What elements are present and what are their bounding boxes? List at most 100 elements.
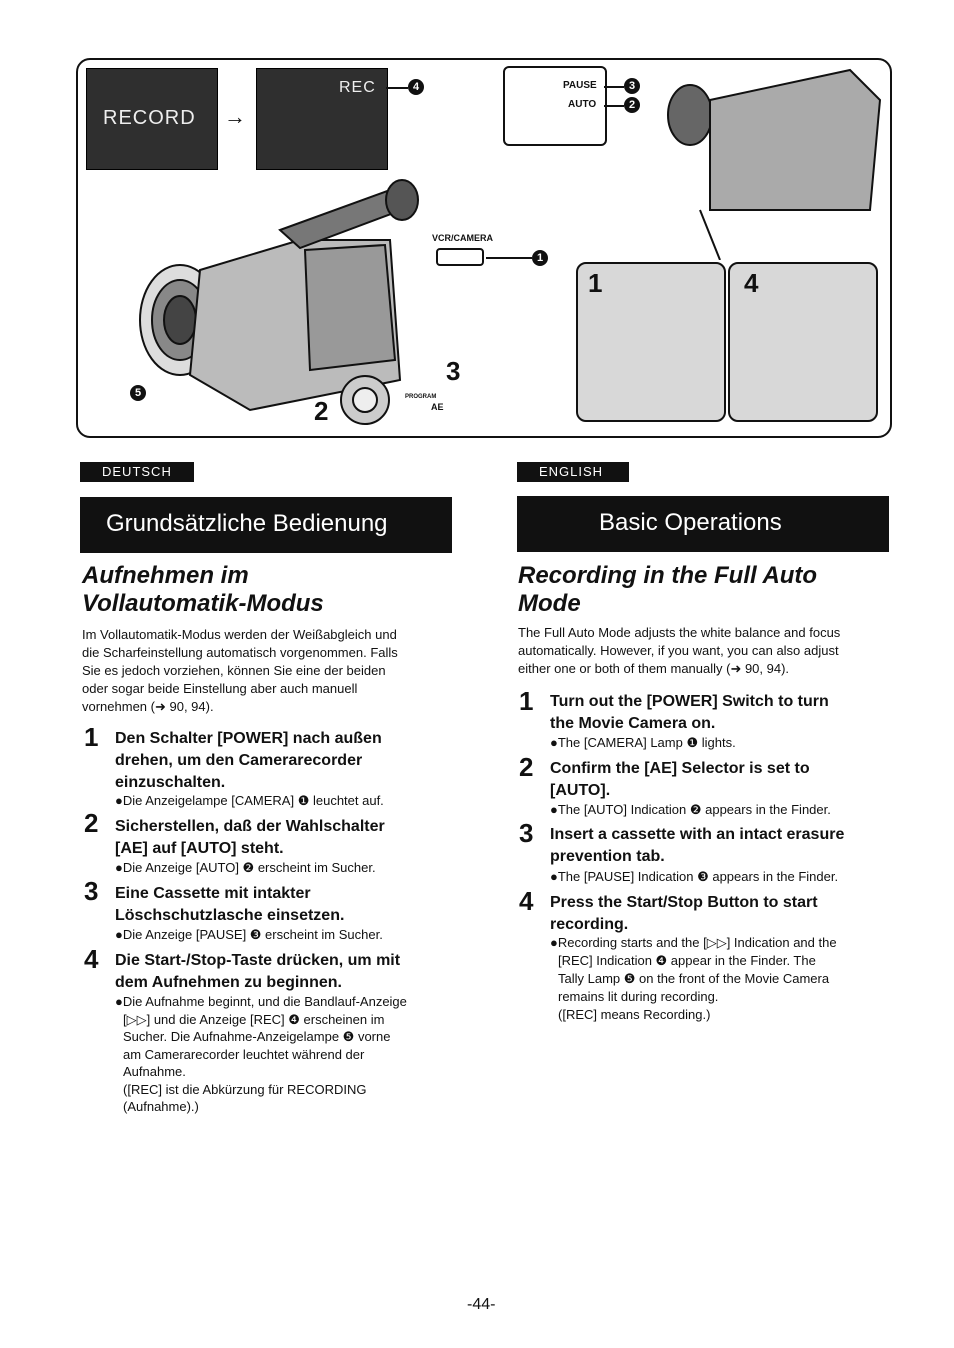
mode-switch-icon [436, 248, 484, 266]
intro-de: Im Vollautomatik-Modus werden der Weißab… [82, 626, 452, 716]
step-heading-en-2: Confirm the [AE] Selector is set to [AUT… [550, 758, 810, 802]
step-label-3: 3 [446, 356, 461, 386]
title-line-1: Recording in the Full Auto [518, 562, 818, 589]
step-note-line: ●The [CAMERA] Lamp ❶ lights. [550, 735, 736, 750]
step-heading-line: recording. [550, 916, 629, 933]
step-number: 1 [84, 722, 99, 752]
callout-3-badge: 3 [624, 78, 640, 94]
intro-en: The Full Auto Mode adjusts the white bal… [518, 624, 888, 678]
step-heading-line: Sicherstellen, daß der Wahlschalter [115, 818, 385, 835]
step-note-de-3: ●Die Anzeige [PAUSE] ❸ erscheint im Such… [115, 926, 383, 944]
step-number: 3 [519, 818, 534, 848]
page-title-en: Recording in the Full Auto Mode [518, 562, 817, 618]
step-note-line: [▷▷] und die Anzeige [REC] ❹ erscheinen … [123, 1011, 385, 1027]
illustration-frame [76, 58, 892, 438]
step-note-line: ●The [AUTO] Indication ❷ appears in the … [550, 802, 831, 817]
step-note-en-4: ●Recording starts and the [▷▷] Indicatio… [550, 934, 837, 1024]
step-heading-de-1: Den Schalter [POWER] nach außen drehen, … [115, 728, 382, 794]
title-line-2: Mode [518, 590, 581, 617]
step-heading-line: einzuschalten. [115, 774, 226, 791]
viewfinder-screen-rec: REC [256, 68, 388, 170]
intro-line: oder sogar beide Einstellung aber auch m… [82, 681, 358, 696]
step-heading-line: drehen, um den Camerarecorder [115, 752, 363, 769]
step-number: 1 [519, 686, 534, 716]
vcr-camera-label: VCR/CAMERA [432, 233, 494, 243]
step-heading-de-3: Eine Cassette mit intakter Löschschutzla… [115, 883, 344, 927]
intro-line: Sie es jedoch vorziehen, können Sie eine… [82, 663, 386, 678]
step-heading-line: Confirm the [AE] Selector is set to [550, 760, 810, 777]
step-number: 4 [84, 944, 99, 974]
title-line-1: Aufnehmen im [82, 562, 249, 589]
step-heading-line: dem Aufnehmen zu beginnen. [115, 974, 342, 991]
language-tab-english: ENGLISH [517, 462, 629, 482]
step-note-de-1: ●Die Anzeigelampe [CAMERA] ❶ leuchtet au… [115, 792, 384, 810]
callout-1-badge: 1 [532, 250, 548, 266]
callout-line-1 [486, 257, 532, 259]
step-number: 2 [519, 752, 534, 782]
step-heading-line: Insert a cassette with an intact erasure [550, 826, 845, 843]
auto-label: AUTO [568, 99, 597, 110]
step-label-1: 1 [588, 268, 603, 298]
language-tab-deutsch: DEUTSCH [80, 462, 194, 482]
viewfinder-screen-record: RECORD [86, 68, 218, 170]
step-heading-line: prevention tab. [550, 848, 665, 865]
intro-line: automatically. However, if you want, you… [518, 643, 839, 658]
step-heading-line: Turn out the [POWER] Switch to turn [550, 693, 829, 710]
intro-line: The Full Auto Mode adjusts the white bal… [518, 625, 841, 640]
step-note-line: remains lit during recording. [558, 989, 719, 1004]
callout-line-2 [604, 105, 624, 107]
hand-panel-start [728, 262, 878, 422]
step-note-line: ●Die Anzeige [PAUSE] ❸ erscheint im Such… [115, 927, 383, 942]
step-note-line: ([REC] ist die Abkürzung für RECORDING [123, 1081, 367, 1097]
intro-line: vornehmen (➜ 90, 94). [82, 699, 214, 714]
record-text: RECORD [103, 107, 196, 129]
callout-5-badge: 5 [130, 385, 146, 401]
step-heading-en-3: Insert a cassette with an intact erasure… [550, 824, 844, 868]
step-note-line: ●Die Anzeige [AUTO] ❷ erscheint im Suche… [115, 860, 376, 875]
step-note-line: ●The [PAUSE] Indication ❸ appears in the… [550, 869, 839, 884]
hand-panel-power [576, 262, 726, 422]
pause-label: PAUSE [563, 80, 597, 91]
ae-label: AE [431, 402, 444, 412]
intro-line: Im Vollautomatik-Modus werden der Weißab… [82, 627, 397, 642]
step-note-line: Sucher. Die Aufnahme-Anzeigelampe ❺ vorn… [123, 1029, 391, 1044]
title-line-2: Vollautomatik-Modus [82, 590, 324, 617]
step-heading-en-1: Turn out the [POWER] Switch to turn the … [550, 691, 829, 735]
step-note-line: ([REC] means Recording.) [558, 1007, 711, 1022]
step-note-line: (Aufnahme).) [123, 1099, 199, 1114]
step-note-line: ●Die Aufnahme beginnt, und die Bandlauf-… [115, 994, 407, 1009]
step-heading-line: [AUTO]. [550, 782, 611, 799]
step-heading-line: the Movie Camera on. [550, 715, 716, 732]
step-note-en-2: ●The [AUTO] Indication ❷ appears in the … [550, 801, 831, 819]
intro-line: die Scharfeinstellung automatisch vorgen… [82, 645, 398, 660]
step-heading-de-2: Sicherstellen, daß der Wahlschalter [AE]… [115, 816, 385, 860]
step-number: 4 [519, 886, 534, 916]
step-note-line: ●Die Anzeigelampe [CAMERA] ❶ leuchtet au… [115, 793, 384, 808]
step-note-de-4: ●Die Aufnahme beginnt, und die Bandlauf-… [115, 993, 407, 1116]
rec-text: REC [339, 79, 376, 96]
step-note-en-1: ●The [CAMERA] Lamp ❶ lights. [550, 734, 736, 752]
step-heading-line: Löschschutzlasche einsetzen. [115, 907, 345, 924]
callout-2-badge: 2 [624, 97, 640, 113]
section-heading-en: Basic Operations [517, 496, 889, 552]
step-heading-en-4: Press the Start/Stop Button to start rec… [550, 892, 818, 936]
callout-line-3 [604, 86, 624, 88]
step-note-line: [REC] Indication ❹ appear in the Finder.… [558, 953, 816, 968]
callout-line-4 [386, 87, 408, 89]
step-number: 2 [84, 808, 99, 838]
step-heading-line: [AE] auf [AUTO] steht. [115, 840, 284, 857]
section-heading-de: Grundsätzliche Bedienung [80, 497, 452, 553]
step-note-line: am Camerarecorder leuchtet während der [123, 1046, 365, 1062]
step-heading-line: Die Start-/Stop-Taste drücken, um mit [115, 952, 401, 969]
step-label-4: 4 [744, 268, 759, 298]
step-heading-line: Eine Cassette mit intakter [115, 885, 311, 902]
callout-4-badge: 4 [408, 79, 424, 95]
step-note-line: Aufnahme. [123, 1064, 186, 1079]
step-note-en-3: ●The [PAUSE] Indication ❸ appears in the… [550, 868, 838, 886]
arrow-icon: → [224, 104, 246, 129]
step-heading-line: Den Schalter [POWER] nach außen [115, 730, 382, 747]
page-title-de: Aufnehmen im Vollautomatik-Modus [82, 562, 324, 618]
step-note-de-2: ●Die Anzeige [AUTO] ❷ erscheint im Suche… [115, 859, 376, 877]
program-label: PROGRAM [405, 394, 437, 400]
step-label-2: 2 [314, 396, 329, 426]
